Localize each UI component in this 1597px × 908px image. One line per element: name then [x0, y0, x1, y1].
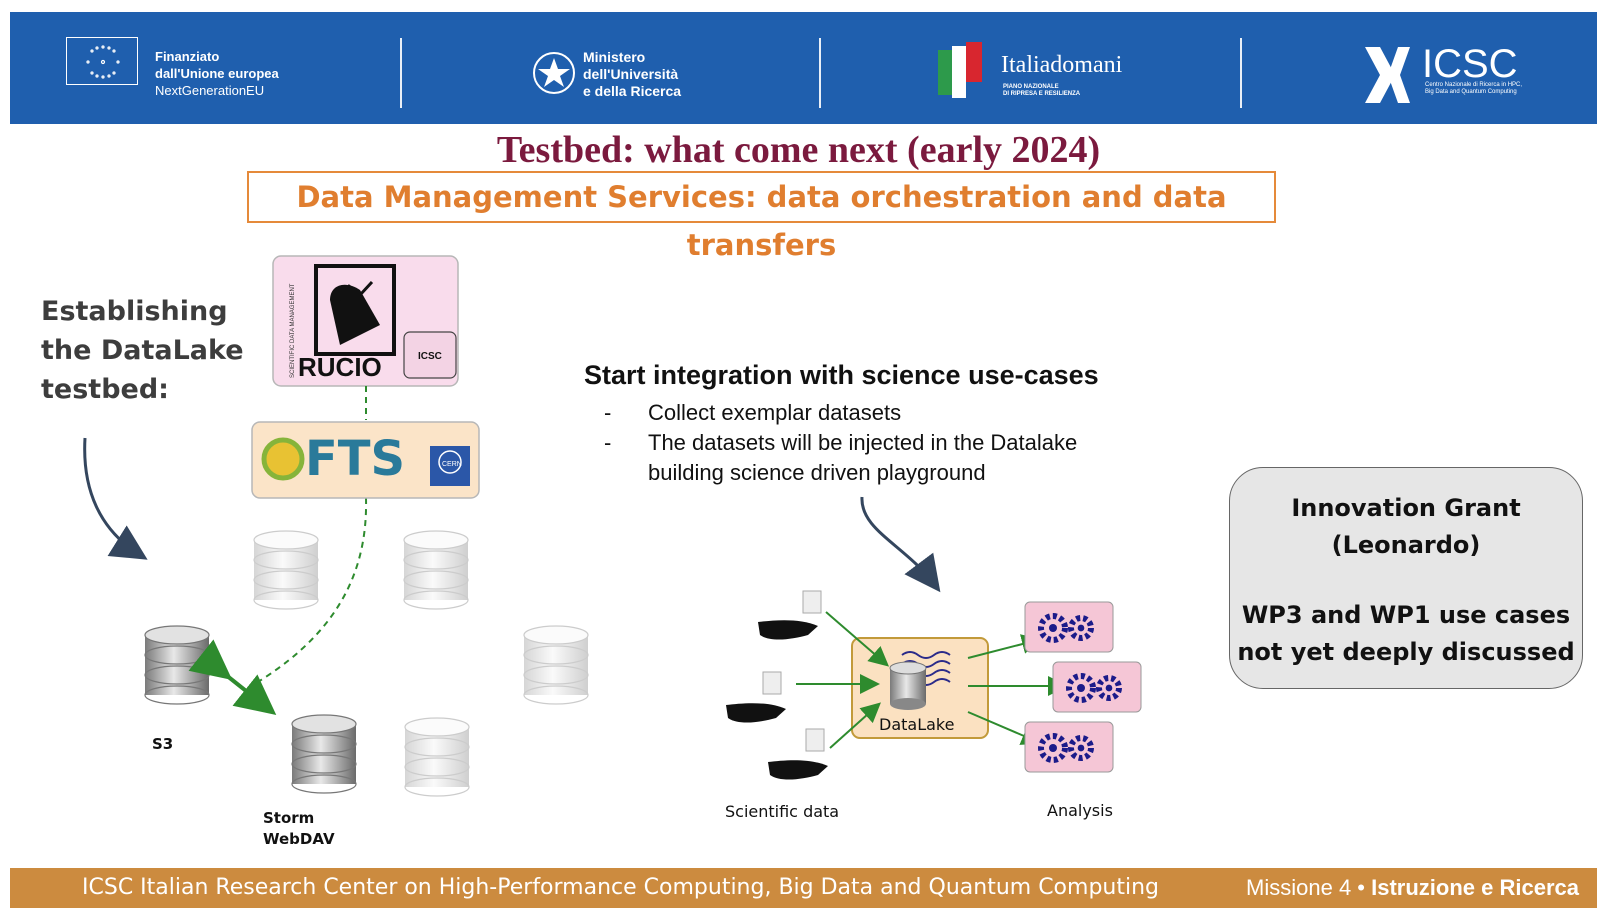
grant-line-3: WP3 and WP1 use cases	[1241, 601, 1571, 629]
curved-arrow	[860, 496, 941, 593]
gear-icon	[1024, 721, 1114, 773]
bullet-item: - The datasets will be injected in the D…	[604, 428, 1077, 488]
establishing-line-3: testbed:	[41, 374, 169, 405]
flow-arrow	[829, 702, 881, 749]
database-icon	[253, 530, 319, 610]
s3-label: S3	[152, 735, 174, 753]
grant-line-1: Innovation Grant	[1291, 494, 1521, 522]
establishing-heading: Establishing the DataLake testbed:	[41, 292, 271, 409]
dashed-connector	[247, 497, 368, 689]
subtitle-box: Data Management Services: data orchestra…	[247, 171, 1276, 262]
storm-label: Storm WebDAV	[263, 808, 335, 850]
header-divider	[819, 38, 821, 108]
italiadomani-sub: PIANO NAZIONALE DI RIPRESA E RESILIENZA	[1003, 84, 1080, 98]
gear-icon	[1052, 661, 1142, 713]
eu-line-2: dall'Unione europea	[155, 66, 279, 81]
rucio-logo	[272, 255, 459, 387]
hand-documents-icon	[768, 728, 828, 780]
footer-bar: ICSC Italian Research Center on High-Per…	[10, 868, 1597, 908]
fts-label: FTS	[305, 431, 405, 487]
footer-text: ICSC Italian Research Center on High-Per…	[82, 875, 1160, 900]
grant-line-2: (Leonardo)	[1331, 531, 1481, 559]
innovation-grant-box: Innovation Grant (Leonardo) WP3 and WP1 …	[1229, 467, 1583, 689]
footer-mission-plain: Missione 4 •	[1246, 875, 1372, 900]
establishing-line-1: Establishing	[41, 296, 228, 327]
flow-arrow	[825, 611, 890, 667]
analysis-label: Analysis	[1047, 801, 1113, 820]
datalake-box	[851, 637, 989, 739]
hand-documents-icon	[758, 590, 822, 640]
icsc-sub: Centro Nazionale di Ricerca in HPC, Big …	[1425, 82, 1522, 96]
database-icon	[403, 530, 469, 610]
eu-line-3: NextGenerationEU	[155, 83, 265, 98]
usecase-bullets: - Collect exemplar datasets - The datase…	[604, 398, 1077, 488]
usecase-heading: Start integration with science use-cases	[584, 360, 1099, 390]
grant-line-4: not yet deeply discussed	[1237, 638, 1575, 666]
database-icon	[404, 717, 470, 797]
bullet-text: building science driven playground	[648, 460, 986, 485]
rucio-label: RUCIO	[298, 352, 382, 382]
scientific-data-label: Scientific data	[725, 802, 839, 821]
storm-line-2: WebDAV	[263, 830, 335, 848]
database-icon	[523, 625, 589, 705]
slide-title: Testbed: what come next (early 2024)	[496, 129, 1101, 171]
header-bar	[10, 12, 1597, 124]
transfer-arrow	[188, 639, 277, 715]
database-icon	[144, 625, 210, 705]
cern-label: CERN	[442, 461, 462, 468]
hand-documents-icon	[726, 671, 786, 723]
italiadomani-sub-1: PIANO NAZIONALE	[1003, 84, 1059, 90]
ministero-line-2: dell'Università	[583, 66, 679, 82]
italiadomani-logo: Italiadomani	[1001, 52, 1123, 78]
header-divider	[1240, 38, 1242, 108]
footer-mission: Missione 4 • Istruzione e Ricerca	[1246, 868, 1579, 908]
bullet-text: The datasets will be injected in the Dat…	[648, 430, 1078, 455]
curved-arrow	[83, 437, 148, 560]
ministero-line-1: Ministero	[583, 49, 646, 65]
footer-mission-bold: Istruzione e Ricerca	[1371, 875, 1579, 900]
storm-line-1: Storm	[263, 809, 315, 827]
header-divider	[400, 38, 402, 108]
icsc-sub-2: Big Data and Quantum Computing	[1425, 89, 1517, 95]
bullet-item: - Collect exemplar datasets	[604, 398, 1077, 428]
ministero-line-3: e della Ricerca	[583, 83, 682, 99]
bullet-dash: -	[604, 400, 612, 425]
icsc-badge: ICSC	[418, 351, 442, 362]
italiadomani-sub-2: DI RIPRESA E RESILIENZA	[1003, 91, 1081, 97]
bullet-text: Collect exemplar datasets	[648, 400, 902, 425]
datalake-label: DataLake	[879, 715, 954, 734]
eu-flag-icon	[66, 37, 138, 85]
rucio-side-label: SCIENTIFIC DATA MANAGEMENT	[290, 283, 296, 378]
eu-text: Finanziato dall'Unione europea NextGener…	[155, 48, 279, 99]
gear-icon	[1024, 601, 1114, 653]
establishing-line-2: the DataLake	[41, 335, 244, 366]
icsc-sub-1: Centro Nazionale di Ricerca in HPC,	[1425, 82, 1523, 88]
ministero-text: Ministero dell'Università e della Ricerc…	[583, 49, 681, 100]
database-icon	[291, 714, 357, 794]
icsc-logo: ICSC	[1422, 42, 1518, 86]
eu-line-1: Finanziato	[155, 49, 220, 64]
bullet-dash: -	[604, 430, 612, 455]
fts-logo	[251, 421, 480, 499]
